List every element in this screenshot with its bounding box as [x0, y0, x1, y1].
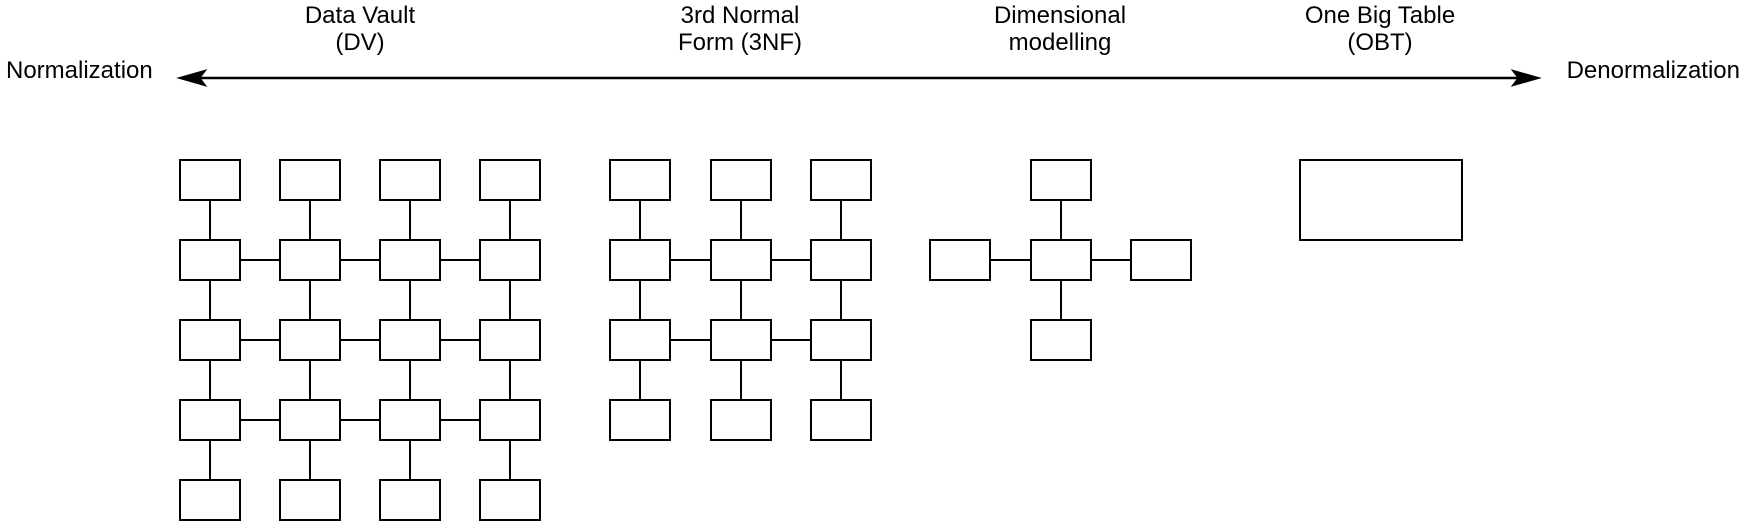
star-schema-table-box: [1030, 239, 1092, 281]
category-label-3nf: 3rd Normal Form (3NF): [678, 2, 802, 56]
third-normal-form-schema-table-box: [810, 239, 872, 281]
category-label-obt: One Big Table (OBT): [1305, 2, 1455, 56]
axis-label-denormalization: Denormalization: [1566, 57, 1740, 84]
category-label-line1: Data Vault: [304, 2, 416, 29]
third-normal-form-schema-table-box: [710, 399, 772, 441]
axis-label-normalization: Normalization: [6, 57, 153, 84]
third-normal-form-schema-table-box: [609, 239, 671, 281]
third-normal-form-schema-table-box: [609, 399, 671, 441]
data-vault-schema-table-box: [279, 319, 341, 361]
data-vault-schema-table-box: [379, 159, 441, 201]
category-label-line2: Form (3NF): [678, 29, 802, 56]
one-big-table-table-box: [1299, 159, 1463, 241]
data-vault-schema-table-box: [379, 399, 441, 441]
data-vault-schema-table-box: [279, 479, 341, 521]
arrowhead-right-icon: [1510, 69, 1542, 87]
third-normal-form-schema-table-box: [609, 319, 671, 361]
data-vault-schema-table-box: [279, 399, 341, 441]
third-normal-form-schema-table-box: [710, 239, 772, 281]
data-vault-schema-table-box: [479, 319, 541, 361]
category-label-line2: (OBT): [1347, 29, 1413, 56]
star-schema-table-box: [1130, 239, 1192, 281]
third-normal-form-schema-table-box: [810, 399, 872, 441]
category-label-line2: modelling: [1008, 29, 1112, 56]
category-label-data-vault: Data Vault (DV): [305, 2, 415, 56]
data-vault-schema-table-box: [179, 479, 241, 521]
data-vault-schema-table-box: [479, 159, 541, 201]
category-label-line2: (DV): [335, 29, 385, 56]
category-label-line1: One Big Table: [1304, 2, 1456, 29]
star-schema-table-box: [1030, 159, 1092, 201]
data-vault-schema-table-box: [479, 399, 541, 441]
data-vault-schema-table-box: [279, 239, 341, 281]
data-vault-schema-table-box: [479, 479, 541, 521]
star-schema-table-box: [1030, 319, 1092, 361]
star-schema-table-box: [929, 239, 991, 281]
third-normal-form-schema-table-box: [710, 319, 772, 361]
data-vault-schema-table-box: [179, 159, 241, 201]
category-label-line1: 3rd Normal: [680, 2, 800, 29]
category-label-dimensional: Dimensional modelling: [994, 2, 1126, 56]
third-normal-form-schema-table-box: [810, 319, 872, 361]
data-vault-schema-table-box: [379, 479, 441, 521]
third-normal-form-schema-table-box: [810, 159, 872, 201]
data-vault-schema-table-box: [379, 239, 441, 281]
third-normal-form-schema-table-box: [609, 159, 671, 201]
category-label-line1: Dimensional: [993, 2, 1127, 29]
data-vault-schema-table-box: [179, 239, 241, 281]
data-vault-schema-table-box: [379, 319, 441, 361]
data-vault-schema-table-box: [179, 319, 241, 361]
third-normal-form-schema-table-box: [710, 159, 772, 201]
data-vault-schema-table-box: [479, 239, 541, 281]
data-vault-schema-table-box: [279, 159, 341, 201]
arrowhead-left-icon: [176, 69, 208, 87]
data-vault-schema-table-box: [179, 399, 241, 441]
